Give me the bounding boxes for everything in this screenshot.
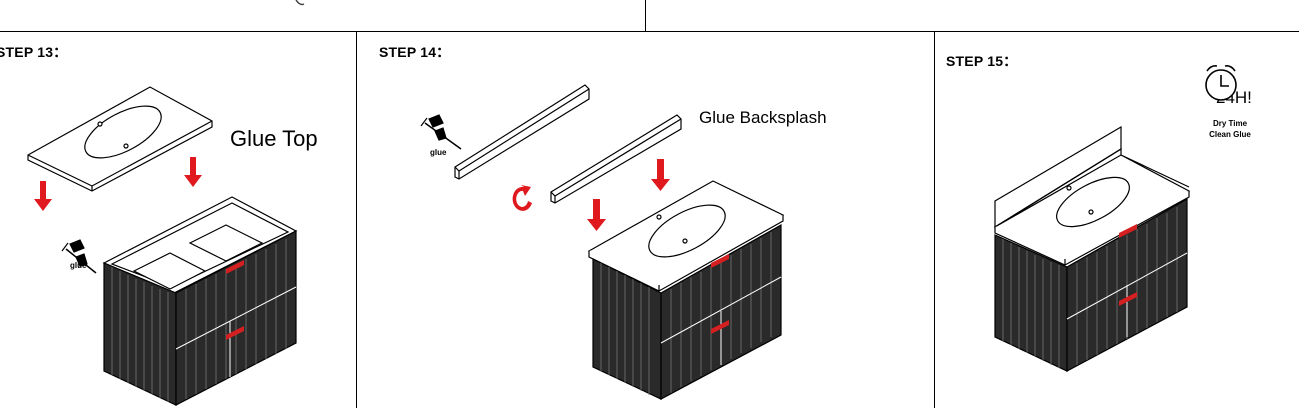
backsplash-upper — [454, 84, 590, 180]
step-14-caption: Glue Backsplash — [699, 108, 827, 127]
panel-divider-2 — [934, 31, 935, 408]
cabinet-with-top — [587, 180, 785, 400]
backsplash-lower — [550, 114, 682, 204]
clean-glue-note: Clean Glue — [1209, 130, 1251, 139]
step-13-caption: Glue Top — [230, 126, 318, 151]
glue-gun-icon — [61, 239, 97, 274]
step-15-panel: STEP 15： 24H! Dry Time Clean Glue — [935, 31, 1299, 408]
step-14-panel: STEP 14： Glue Backsplash glue — [357, 31, 934, 408]
step-14-label: STEP 14： — [379, 44, 451, 60]
cabinet-handles — [1119, 224, 1137, 306]
open-cabinet-drawing — [102, 196, 298, 406]
down-arrow-left — [587, 199, 606, 231]
clock-icon — [1205, 65, 1237, 101]
step-13-glue-label: glue — [70, 261, 87, 270]
cabinet-handles — [226, 260, 244, 340]
glue-gun-icon — [420, 114, 462, 150]
cabinet-flutes — [600, 232, 772, 395]
step-14-glue-label: glue — [430, 148, 447, 157]
down-arrow-right — [184, 157, 202, 187]
step-13-panel: STEP 13： Glue Top glue — [0, 31, 356, 408]
top-partial-mark — [295, 0, 305, 6]
step-14-illustration — [420, 84, 785, 400]
top-column-divider — [645, 0, 646, 31]
step-13-arrows — [34, 157, 202, 211]
step-15-illustration — [993, 65, 1237, 372]
step-14-arrows — [587, 159, 670, 231]
down-arrow-left — [34, 181, 52, 211]
rotate-arrow-icon — [512, 185, 532, 211]
panel-divider-1 — [356, 31, 357, 408]
top-divider — [0, 31, 1299, 32]
dry-time-note: Dry Time — [1212, 119, 1248, 128]
cabinet-handles — [711, 254, 729, 334]
step-15-label: STEP 15： — [946, 53, 1018, 69]
finished-vanity — [993, 125, 1191, 372]
step-13-illustration — [27, 86, 298, 406]
countertop-drawing — [27, 86, 213, 192]
down-arrow-right — [651, 159, 670, 191]
step-13-label: STEP 13： — [0, 44, 68, 60]
